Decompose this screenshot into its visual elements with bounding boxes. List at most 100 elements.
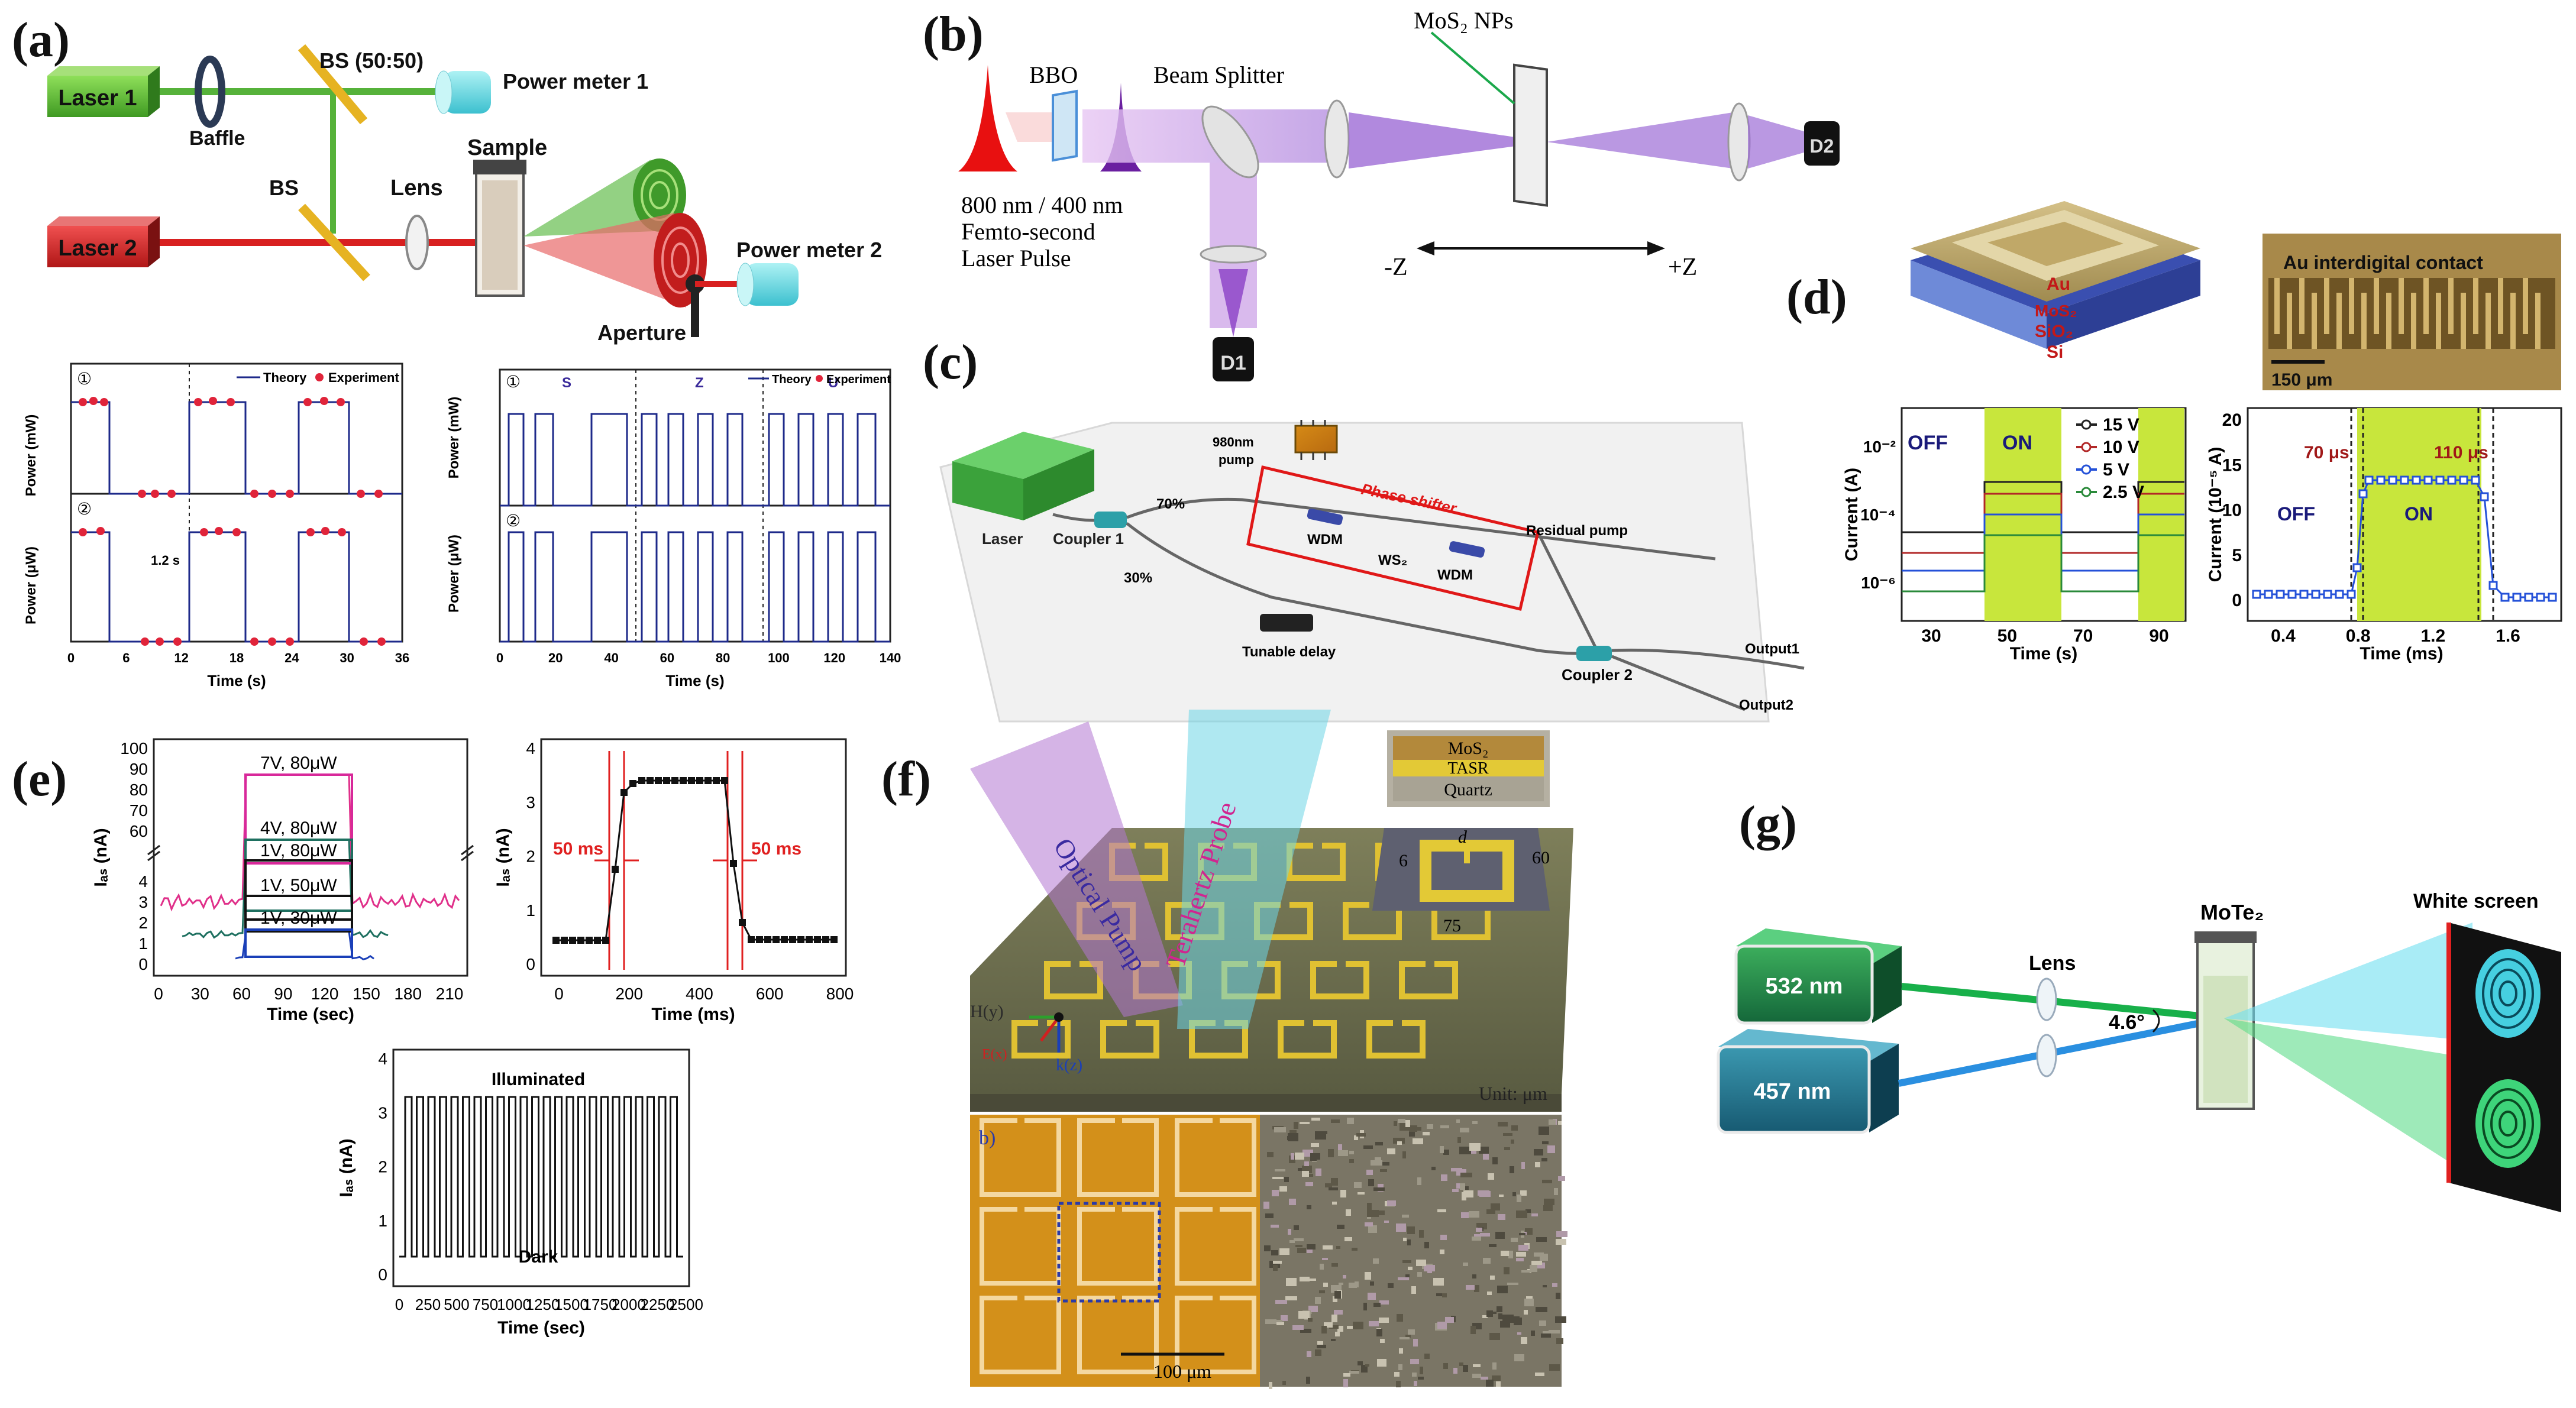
speckle [1288,1133,1298,1141]
speckle [1411,1286,1416,1294]
finger [2448,278,2454,334]
resonator-2-3 [1310,961,1369,999]
finger [2485,293,2491,349]
e2-point-14 [671,777,678,784]
speckle [1358,1361,1363,1365]
speckle [1520,1190,1527,1196]
speckle [1518,1245,1528,1251]
a1-xlabel: Time (s) [207,672,266,690]
speckle [1279,1248,1289,1255]
speckle [1463,1365,1468,1372]
speckle [1525,1209,1531,1213]
e2-point-25 [764,936,771,943]
speckle [1486,1380,1494,1387]
speckle [1417,1272,1422,1277]
e1-ytick-6: 70 [130,801,148,820]
pm2-label: Power meter 2 [736,238,882,262]
laser-source: Laser [952,432,1094,548]
speckle [1343,1275,1346,1278]
speckle [1282,1381,1286,1385]
plus-z-label: +Z [1668,254,1697,281]
beam-splitter-5050 [298,44,368,125]
e2-point-7 [612,866,619,873]
speckle [1547,1145,1555,1153]
a2-trace-bot [500,531,890,643]
speckle [1311,1143,1319,1147]
e3-xtick-1: 250 [415,1296,441,1313]
micro-b-label: b) [979,1127,996,1149]
d2-point-20 [2471,475,2480,485]
finger [2324,278,2329,334]
micro-square-1-2 [1175,1207,1256,1286]
speckle [1329,1187,1338,1190]
bs-label: BS [269,176,299,200]
speckle [1352,1248,1358,1251]
speckle [1294,1122,1298,1129]
e2-point-24 [756,936,763,943]
speckle [1510,1166,1514,1173]
speckle [1476,1223,1487,1229]
e2-point-4 [586,937,593,944]
speckle [1402,1260,1411,1263]
speckle [1271,1250,1278,1255]
green-ring-pattern [2475,1079,2541,1168]
speckle [1316,1169,1321,1176]
speckle [1480,1233,1490,1237]
hy-label: H(y) [970,1002,1004,1021]
speckle [1349,1283,1357,1288]
e2-ytick-4: 0 [526,955,535,973]
e2-point-15 [680,777,687,784]
finger [2349,278,2354,334]
sample-cuvette: Sample [467,135,547,297]
speckle [1379,1300,1389,1305]
speckle [1408,1267,1413,1270]
e2-xtick-3: 600 [756,985,784,1003]
speckle [1281,1315,1288,1321]
chart-e1: 7V, 80μW 4V, 80μW 1V, 80μW 1V, 50μW 1V, … [91,738,474,1024]
resonator-3-0 [1011,1020,1071,1059]
speckle [1332,1202,1337,1205]
delay-label: Tunable delay [1242,644,1336,660]
a2-legend-theory: Theory [772,373,812,386]
unit-cell-inset: MoS₂ TASR Quartz 6 d 60 75 [1372,730,1550,936]
speckle [1294,1238,1304,1241]
speckle [1501,1251,1509,1256]
speckle [1492,1157,1498,1164]
d2-xtick-1: 0.8 [2346,626,2371,646]
e3-ytick-3: 1 [378,1212,387,1230]
red-cone [523,213,686,308]
e3-ytick-1: 3 [378,1103,387,1122]
speckle [1343,1379,1348,1387]
speckle [1543,1331,1550,1334]
speckle [1499,1195,1504,1197]
speckle [1497,1306,1502,1312]
speckle [1479,1147,1489,1154]
speckle [1457,1137,1461,1143]
speckle [1541,1158,1547,1161]
e1-label-4: 1V, 30μW [260,908,337,928]
e2-point-9 [629,780,636,787]
speckle [1302,1171,1309,1177]
e2-xtick-4: 800 [826,985,854,1003]
wdm-1 [1307,509,1343,525]
finger [2510,293,2516,349]
e2-ytick-3: 1 [526,901,535,920]
speckle [1500,1321,1510,1328]
d2-point-24 [2512,593,2522,602]
e3-ytick-2: 2 [378,1158,387,1176]
speckle [1329,1325,1339,1329]
speckle [1349,1151,1354,1154]
pump-chip [1294,425,1338,454]
speckle [1347,1118,1354,1124]
micro-square-1-0 [980,1207,1061,1286]
speckle [1305,1182,1313,1186]
inset-quartz: Quartz [1444,780,1492,800]
laser-1-label: Laser 1 [58,86,137,111]
interdigital-micrograph: Au interdigital contact 150 μm [2263,234,2561,390]
speckle [1459,1147,1471,1154]
speckle [1373,1187,1385,1191]
laser-457: 457 nm [1717,1029,1899,1134]
e1-ytick-1: 1 [138,934,148,953]
a2-ylabel-top: Power (mW) [446,397,462,479]
